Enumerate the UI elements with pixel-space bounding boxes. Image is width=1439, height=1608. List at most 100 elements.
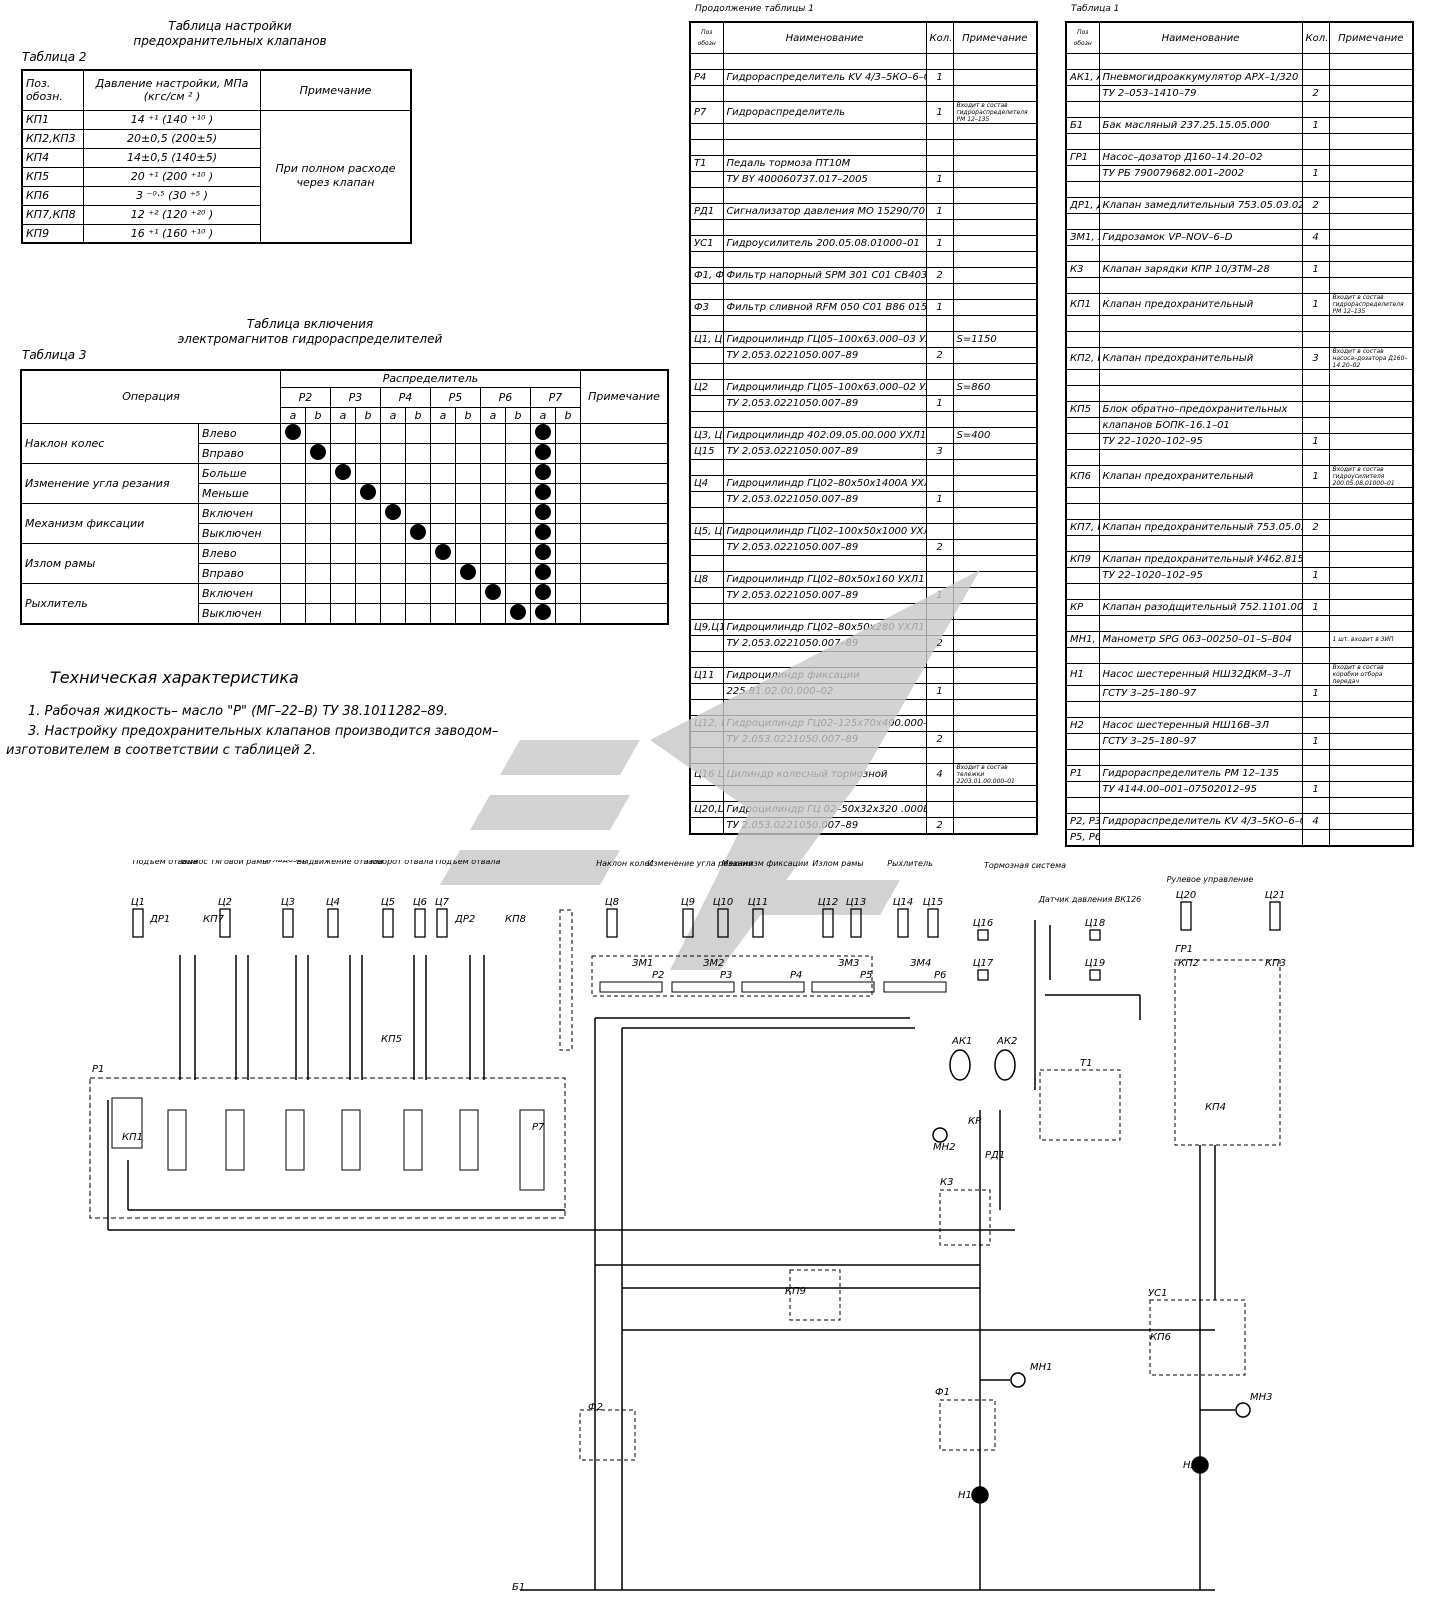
table3-mode: Больше xyxy=(198,462,281,484)
spec-qty: 1 xyxy=(1301,685,1330,702)
spec-note xyxy=(952,347,1038,364)
table3-mark xyxy=(285,424,301,440)
spec-qty xyxy=(925,315,954,332)
cylinder-symbol xyxy=(1180,901,1192,931)
table3-mode: Меньше xyxy=(198,482,281,504)
table3-cell xyxy=(355,522,381,544)
spec-note xyxy=(952,801,1038,818)
cylinder-label: Ц14 xyxy=(893,897,914,908)
table3-cell xyxy=(455,542,481,564)
spec-name: Клапан предохранительный У462.815.1 xyxy=(1098,551,1303,568)
table2-value: 14±0,5 (140±5) xyxy=(83,147,261,168)
table3-mark xyxy=(535,544,551,560)
cylinder-label: Ц20 xyxy=(1176,890,1197,901)
table3-cell xyxy=(305,522,331,544)
table3-cell xyxy=(380,562,406,584)
table2-title-line: предохранительных клапанов xyxy=(133,34,327,48)
function-label: Рыхлитель xyxy=(887,860,933,868)
cylinder-symbol xyxy=(977,969,989,981)
table3-cell xyxy=(480,542,506,564)
table3-mark xyxy=(535,524,551,540)
table3-cell xyxy=(530,422,556,444)
component-label-p4: P4 xyxy=(790,970,802,981)
table3-distributor: P6 xyxy=(480,386,531,408)
spec-note xyxy=(1328,229,1414,246)
table3-cell xyxy=(555,582,581,604)
table3-cell xyxy=(480,482,506,504)
table3-cell xyxy=(280,422,306,444)
table3-header-distributor: Распределитель xyxy=(280,369,581,388)
spec-qty: 1 xyxy=(925,69,954,86)
table3-mark xyxy=(535,424,551,440)
component-label-rd1: РД1 xyxy=(985,1150,1005,1161)
spec-name xyxy=(722,283,927,300)
spec-pos xyxy=(1065,733,1100,750)
spec-pos xyxy=(1065,503,1100,520)
spec-name: Педаль тормоза ПТ10М xyxy=(722,155,927,172)
spec-pos xyxy=(689,491,724,508)
table2: Поз. обозн. Давление настройки, МПа (кгс… xyxy=(21,69,412,244)
component-label-kp6: КП6 xyxy=(1150,1332,1171,1343)
spec-qty: 2 xyxy=(925,267,954,284)
spec-note xyxy=(952,443,1038,460)
spec-name xyxy=(1098,503,1303,520)
spec-pos: КП9 xyxy=(1065,551,1100,568)
table3-cell xyxy=(355,502,381,524)
function-label: Тормозная система xyxy=(984,861,1066,870)
spec1-label: Таблица 1 xyxy=(1071,4,1120,14)
spec-name xyxy=(722,363,927,380)
table3-mode: Вправо xyxy=(198,442,281,464)
spec-qty xyxy=(925,85,954,102)
spec-pos xyxy=(689,187,724,204)
table3-note-cell xyxy=(580,482,669,504)
table3-cell xyxy=(380,422,406,444)
spec-pos: Ц15 xyxy=(689,443,724,460)
table2-value: 12 ⁺² (120 ⁺²⁰ ) xyxy=(83,204,261,225)
table3-mark xyxy=(535,484,551,500)
spec-pos xyxy=(1065,133,1100,150)
spec-qty xyxy=(1301,449,1330,466)
component-label-mn2: МН2 xyxy=(933,1142,956,1153)
spec-pos xyxy=(689,53,724,70)
table3-cell xyxy=(555,482,581,504)
table3-cell xyxy=(455,442,481,464)
table3-cell xyxy=(380,442,406,464)
spec-note xyxy=(1328,749,1414,766)
table3-cell xyxy=(505,442,531,464)
spec-name xyxy=(1098,369,1303,386)
spec-name xyxy=(1098,245,1303,262)
spec-pos: АК1, АК2 xyxy=(1065,69,1100,86)
spec-name xyxy=(1098,829,1303,847)
spec-qty xyxy=(1301,53,1330,70)
cylinder-label: Ц16 xyxy=(973,918,994,929)
spec-pos xyxy=(1065,181,1100,198)
spec-qty xyxy=(1301,315,1330,332)
spec-qty xyxy=(925,219,954,236)
spec-name: ТУ РБ 790079682.001–2002 xyxy=(1098,165,1303,182)
table3-cell xyxy=(530,582,556,604)
table3-cell xyxy=(280,462,306,484)
cylinder-symbol xyxy=(327,908,339,938)
table3-cell xyxy=(355,482,381,504)
table3-cell xyxy=(480,582,506,604)
component-label-kp7: КП7 xyxy=(203,914,225,925)
table2-pos: КП4 xyxy=(21,147,84,168)
spec-name xyxy=(1098,647,1303,664)
cylinder-label: Ц5 xyxy=(381,897,395,908)
spec-qty: 2 xyxy=(925,817,954,835)
spec-qty xyxy=(925,379,954,396)
table3-cell xyxy=(430,422,456,444)
watermark-logo xyxy=(440,570,980,970)
tech-line: изготовителем в соответствии с таблицей … xyxy=(6,743,317,758)
table3-cell xyxy=(280,562,306,584)
spec-name: клапанов БОПК–16.1–01 xyxy=(1098,417,1303,434)
spec-note: Входит в состав гидрораспределителя РМ 1… xyxy=(1328,293,1414,316)
component-label-p3: P3 xyxy=(720,970,732,981)
table3-cell xyxy=(505,422,531,444)
spec-note: Входит в состав коробки отбора передач xyxy=(1328,663,1414,686)
spec-qty: 1 xyxy=(925,101,954,124)
spec-pos: Ц2 xyxy=(689,379,724,396)
spec-pos xyxy=(1065,535,1100,552)
table3-cell xyxy=(505,502,531,524)
